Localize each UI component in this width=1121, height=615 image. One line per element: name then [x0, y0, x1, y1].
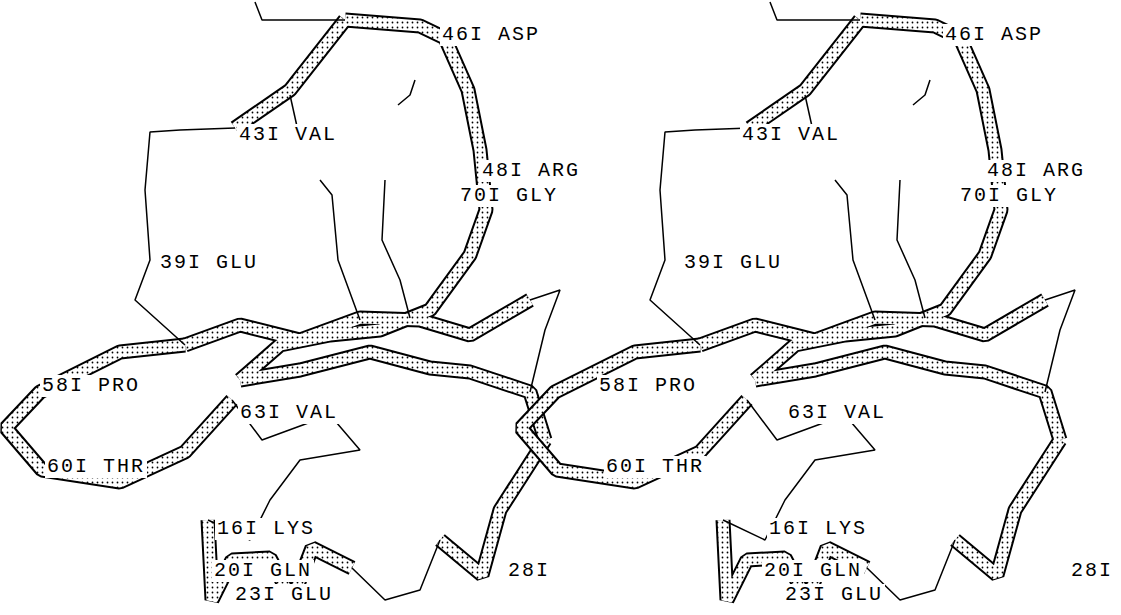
residue-label: 63I VAL [238, 402, 340, 424]
residue-label: 46I ASP [943, 24, 1045, 46]
residue-label: 48I ARG [480, 160, 582, 182]
residue-label: 58I PRO [40, 375, 142, 397]
residue-label: 16I LYS [215, 518, 317, 540]
left-view [6, 2, 560, 600]
residue-label: 16I LYS [767, 518, 869, 540]
residue-label: 28I [1069, 560, 1115, 582]
residue-label: 23I GLU [233, 584, 335, 606]
residue-label: 23I GLU [783, 584, 885, 606]
residue-label: 43I VAL [237, 124, 339, 146]
residue-label: 58I PRO [597, 375, 699, 397]
residue-label: 20I GLN [212, 560, 314, 582]
residue-label: 70I GLY [958, 185, 1060, 207]
residue-label: 46I ASP [440, 24, 542, 46]
right-view [521, 2, 1075, 600]
residue-label: 70I GLY [458, 185, 560, 207]
residue-label: 39I GLU [682, 252, 784, 274]
residue-label: 48I ARG [985, 160, 1087, 182]
residue-label: 43I VAL [740, 124, 842, 146]
residue-label: 39I GLU [158, 252, 260, 274]
residue-label: 60I THR [604, 456, 706, 478]
residue-label: 63I VAL [786, 402, 888, 424]
residue-label: 60I THR [45, 456, 147, 478]
residue-label: 20I GLN [762, 560, 864, 582]
residue-label: 28I [506, 560, 552, 582]
